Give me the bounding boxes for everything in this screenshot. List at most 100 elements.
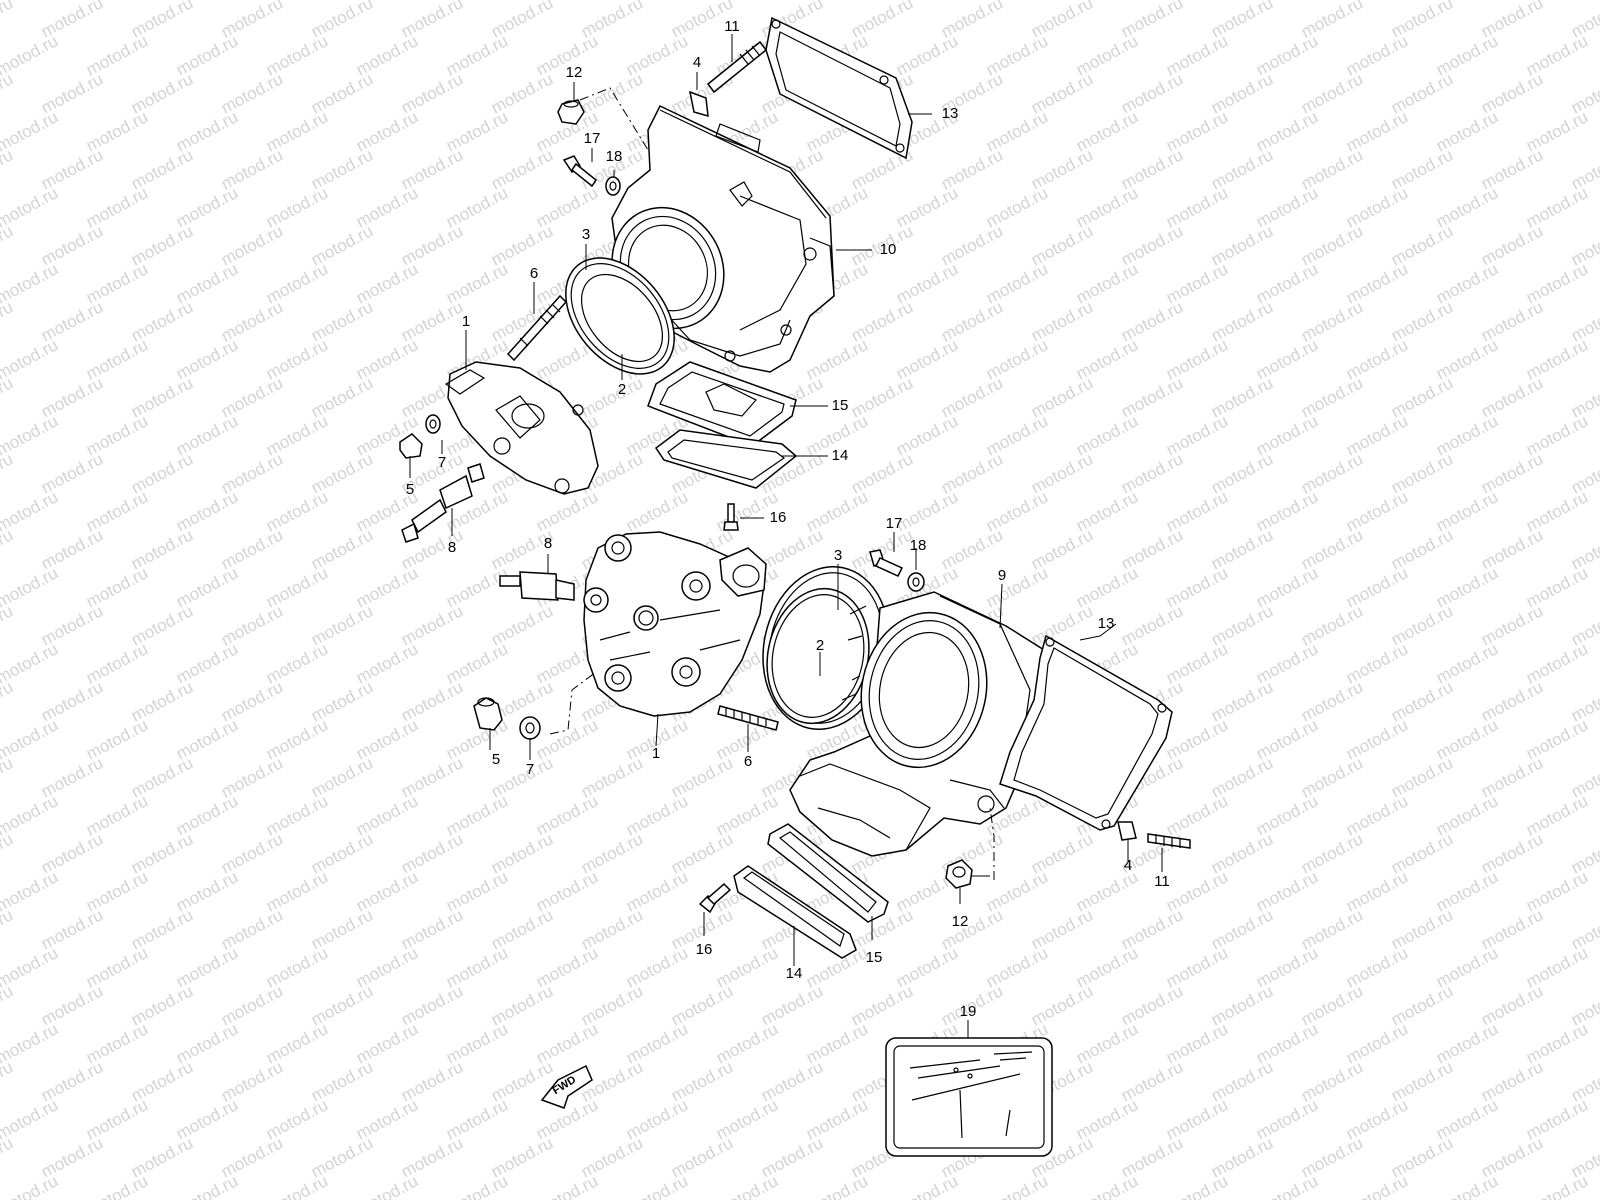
- watermark-text: motod.ru: [0, 145, 16, 193]
- callout-8-top: 8: [448, 539, 456, 556]
- cylinder-head-top: [444, 361, 599, 495]
- callout-3-top: 3: [582, 226, 590, 243]
- callout-16-lower: 16: [696, 941, 713, 958]
- watermark-text: motod.ru: [1568, 677, 1600, 725]
- watermark-text: motod.ru: [0, 335, 61, 383]
- watermark-text: motod.ru: [1568, 829, 1600, 877]
- callout-7-lower: 7: [526, 761, 534, 778]
- watermark-text: motod.ru: [1568, 601, 1600, 649]
- washer-top: [605, 176, 621, 196]
- nut-4-lower: [1117, 821, 1137, 841]
- watermark-text: motod.ru: [0, 1057, 16, 1105]
- callout-13-top: 13: [942, 105, 959, 122]
- watermark-text: motod.ru: [0, 905, 16, 953]
- callout-3-lower: 3: [834, 547, 842, 564]
- watermark-text: motod.ru: [1253, 1171, 1321, 1200]
- callout-12-top: 12: [566, 64, 583, 81]
- watermark-text: motod.ru: [0, 31, 61, 79]
- callout-12-lower: 12: [952, 913, 969, 930]
- callout-13-lower: 13: [1098, 615, 1115, 632]
- watermark-text: motod.ru: [0, 1019, 61, 1067]
- watermark-text: motod.ru: [0, 791, 61, 839]
- watermark-text: motod.ru: [0, 525, 16, 573]
- watermark-text: motod.ru: [0, 297, 16, 345]
- watermark-text: motod.ru: [1568, 373, 1600, 421]
- callout-15-lower: 15: [866, 949, 883, 966]
- watermark-text: motod.ru: [1568, 1057, 1600, 1105]
- watermark-text: motod.ru: [0, 449, 16, 497]
- watermark-text: motod.ru: [0, 1133, 16, 1181]
- callout-4-top: 4: [693, 54, 701, 71]
- callout-4-lower: 4: [1124, 857, 1132, 874]
- temp-sensor-lower: [499, 571, 575, 601]
- watermark-text: motod.ru: [443, 1171, 511, 1200]
- watermark-text: motod.ru: [0, 677, 16, 725]
- watermark-text: motod.ru: [0, 715, 61, 763]
- callout-6-top: 6: [530, 265, 538, 282]
- watermark-text: motod.ru: [1433, 1171, 1501, 1200]
- watermark-text: motod.ru: [1568, 297, 1600, 345]
- watermark-text: motod.ru: [0, 981, 16, 1029]
- cap-nut-5-top: [399, 433, 423, 459]
- callout-18-top: 18: [606, 148, 623, 165]
- watermark-text: motod.ru: [1568, 905, 1600, 953]
- watermark-text: motod.ru: [1568, 145, 1600, 193]
- callout-9-lower: 9: [998, 567, 1006, 584]
- watermark-text: motod.ru: [1568, 69, 1600, 117]
- watermark-text: motod.ru: [0, 221, 16, 269]
- watermark-text: motod.ru: [623, 1171, 691, 1200]
- watermark-text: motod.ru: [263, 1171, 331, 1200]
- watermark-text: motod.ru: [0, 259, 61, 307]
- callout-14-top: 14: [832, 447, 849, 464]
- callout-5-top: 5: [406, 481, 414, 498]
- callout-1-top: 1: [462, 313, 470, 330]
- watermark-text: motod.ru: [1568, 981, 1600, 1029]
- callout-11-top: 11: [724, 18, 740, 35]
- watermark-text: motod.ru: [1568, 221, 1600, 269]
- watermark-text: motod.ru: [0, 411, 61, 459]
- watermark-text: motod.ru: [0, 829, 16, 877]
- watermark-text: motod.ru: [0, 487, 61, 535]
- watermark-text: motod.ru: [983, 1171, 1051, 1200]
- watermark-text: motod.ru: [1568, 525, 1600, 573]
- watermark-text: motod.ru: [0, 107, 61, 155]
- cylinder-head-lower: [583, 531, 767, 717]
- callout-17-top: 17: [584, 130, 601, 147]
- watermark-text: motod.ru: [1568, 753, 1600, 801]
- callout-11-lower: 11: [1154, 873, 1170, 890]
- watermark-text: motod.ru: [0, 1171, 61, 1200]
- warning-label-plate: [885, 1037, 1053, 1157]
- washer-18-lower: [907, 572, 925, 592]
- callout-18-lower: 18: [910, 537, 927, 554]
- watermark-text: motod.ru: [0, 943, 61, 991]
- watermark-text: motod.ru: [1568, 449, 1600, 497]
- callout-14-lower: 14: [786, 965, 803, 982]
- watermark-text: motod.ru: [1073, 1171, 1141, 1200]
- watermark-text: motod.ru: [0, 69, 16, 117]
- callout-1-lower: 1: [652, 745, 660, 762]
- watermark-text: motod.ru: [533, 1171, 601, 1200]
- watermark-text: motod.ru: [0, 867, 61, 915]
- watermark-text: motod.ru: [803, 1171, 871, 1200]
- callout-19: 19: [960, 1003, 977, 1020]
- watermark-text: motod.ru: [0, 601, 16, 649]
- watermark-text: motod.ru: [1163, 1171, 1231, 1200]
- watermark-text: motod.ru: [1343, 1171, 1411, 1200]
- watermark-text: motod.ru: [0, 0, 16, 42]
- watermark-text: motod.ru: [893, 1171, 961, 1200]
- watermark-text: motod.ru: [1568, 1133, 1600, 1181]
- watermark-text: motod.ru: [0, 639, 61, 687]
- washer-7-lower: [519, 716, 541, 740]
- watermark-text: motod.ru: [1523, 1171, 1591, 1200]
- watermark-text: motod.ru: [0, 753, 16, 801]
- callout-6-lower: 6: [744, 753, 752, 770]
- callout-5-lower: 5: [492, 751, 500, 768]
- washer-7-top: [425, 414, 441, 434]
- watermark-text: motod.ru: [83, 1171, 151, 1200]
- watermark-text: motod.ru: [0, 183, 61, 231]
- watermark-text: motod.ru: [0, 1095, 61, 1143]
- callout-2-top: 2: [618, 381, 626, 398]
- callout-10-top: 10: [880, 241, 897, 258]
- watermark-text: motod.ru: [713, 1171, 781, 1200]
